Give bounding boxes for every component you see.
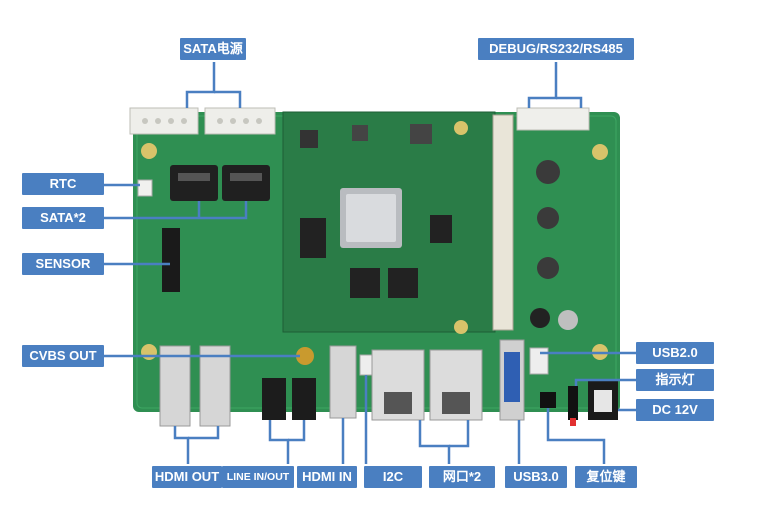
audio-jack bbox=[262, 378, 286, 420]
label-rtc: RTC bbox=[22, 173, 104, 195]
cvbs-connector bbox=[296, 347, 314, 365]
debug-header bbox=[516, 107, 590, 131]
label-i2c: I2C bbox=[364, 466, 422, 488]
ethernet-port bbox=[371, 349, 425, 421]
label-sata-power: SATA电源 bbox=[180, 38, 246, 60]
callout-lines bbox=[104, 62, 636, 464]
sata-connector bbox=[170, 165, 218, 201]
label-line-inout: LINE IN/OUT bbox=[222, 466, 294, 488]
b2b-connector bbox=[492, 114, 514, 331]
sata-power-connector bbox=[129, 107, 199, 135]
label-hdmi-out: HDMI OUT bbox=[152, 466, 222, 488]
sensor-connector bbox=[162, 228, 180, 292]
hdmi-in-port bbox=[329, 345, 357, 419]
label-reset: 复位键 bbox=[575, 466, 637, 488]
label-indicator: 指示灯 bbox=[636, 369, 714, 391]
label-hdmi-in: HDMI IN bbox=[297, 466, 357, 488]
indicator-led bbox=[568, 386, 578, 420]
label-sensor: SENSOR bbox=[22, 253, 104, 275]
label-ethernet: 网口*2 bbox=[429, 466, 495, 488]
label-usb20: USB2.0 bbox=[636, 342, 714, 364]
hdmi-out-port bbox=[159, 345, 191, 427]
usb2-header bbox=[529, 347, 549, 375]
inductor bbox=[536, 160, 560, 184]
label-cvbs-out: CVBS OUT bbox=[22, 345, 104, 367]
label-debug: DEBUG/RS232/RS485 bbox=[478, 38, 634, 60]
label-sata2: SATA*2 bbox=[22, 207, 104, 229]
label-usb30: USB3.0 bbox=[505, 466, 567, 488]
label-dc12v: DC 12V bbox=[636, 399, 714, 421]
mount-hole bbox=[141, 143, 157, 159]
reset-button bbox=[540, 392, 556, 408]
memory-chip bbox=[300, 218, 326, 258]
rtc-connector bbox=[137, 179, 153, 197]
i2c-header bbox=[359, 354, 373, 376]
